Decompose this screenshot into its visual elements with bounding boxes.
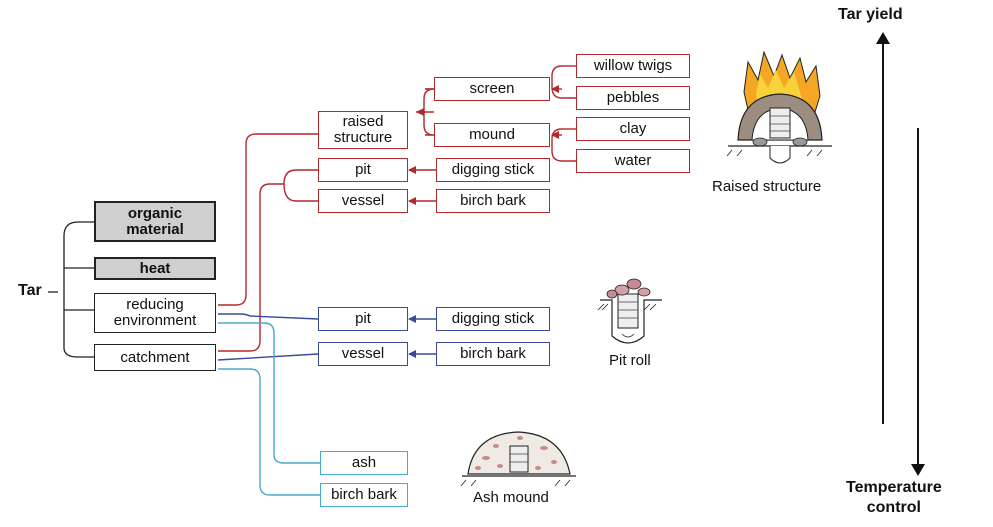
raised-structure-box: raised structure [318,111,408,149]
heat-box: heat [94,257,216,280]
organic-material-box: organic material [94,201,216,242]
ash-mound-caption: Ash mound [473,489,549,506]
clay-box: clay [576,117,690,141]
red-pit-box: pit [318,158,408,182]
temperature-control-label: Temperature control [846,479,942,516]
cyan-birch-bark-box: birch bark [320,483,408,507]
red-digging-stick-box: digging stick [436,158,550,182]
blue-digging-stick-box: digging stick [436,307,550,331]
blue-vessel-box: vessel [318,342,408,366]
reducing-environment-box: reducing environment [94,293,216,333]
scale-arrows [876,32,925,476]
raised-structure-caption: Raised structure [712,178,822,195]
blue-birch-bark-box: birch bark [436,342,550,366]
pit-roll-lines [217,313,436,361]
ash-mound-illustration [460,431,576,487]
willow-twigs-box: willow twigs [576,54,690,78]
pit-roll-caption: Pit roll [609,352,651,369]
raised-structure-illustration [726,50,832,164]
catchment-box: catchment [94,344,216,371]
red-birch-bark-box: birch bark [436,189,550,213]
pit-roll-illustration [597,278,662,344]
blue-pit-box: pit [318,307,408,331]
ash-box: ash [320,451,408,475]
mound-box: mound [434,123,550,147]
tar-tree-lines [48,221,94,358]
ash-mound-lines [218,322,320,496]
screen-box: screen [434,77,550,101]
raised-structure-lines [218,65,576,352]
tar-label: Tar [18,282,42,299]
tar-yield-label: Tar yield [838,6,903,23]
water-box: water [576,149,690,173]
pebbles-box: pebbles [576,86,690,110]
red-vessel-box: vessel [318,189,408,213]
